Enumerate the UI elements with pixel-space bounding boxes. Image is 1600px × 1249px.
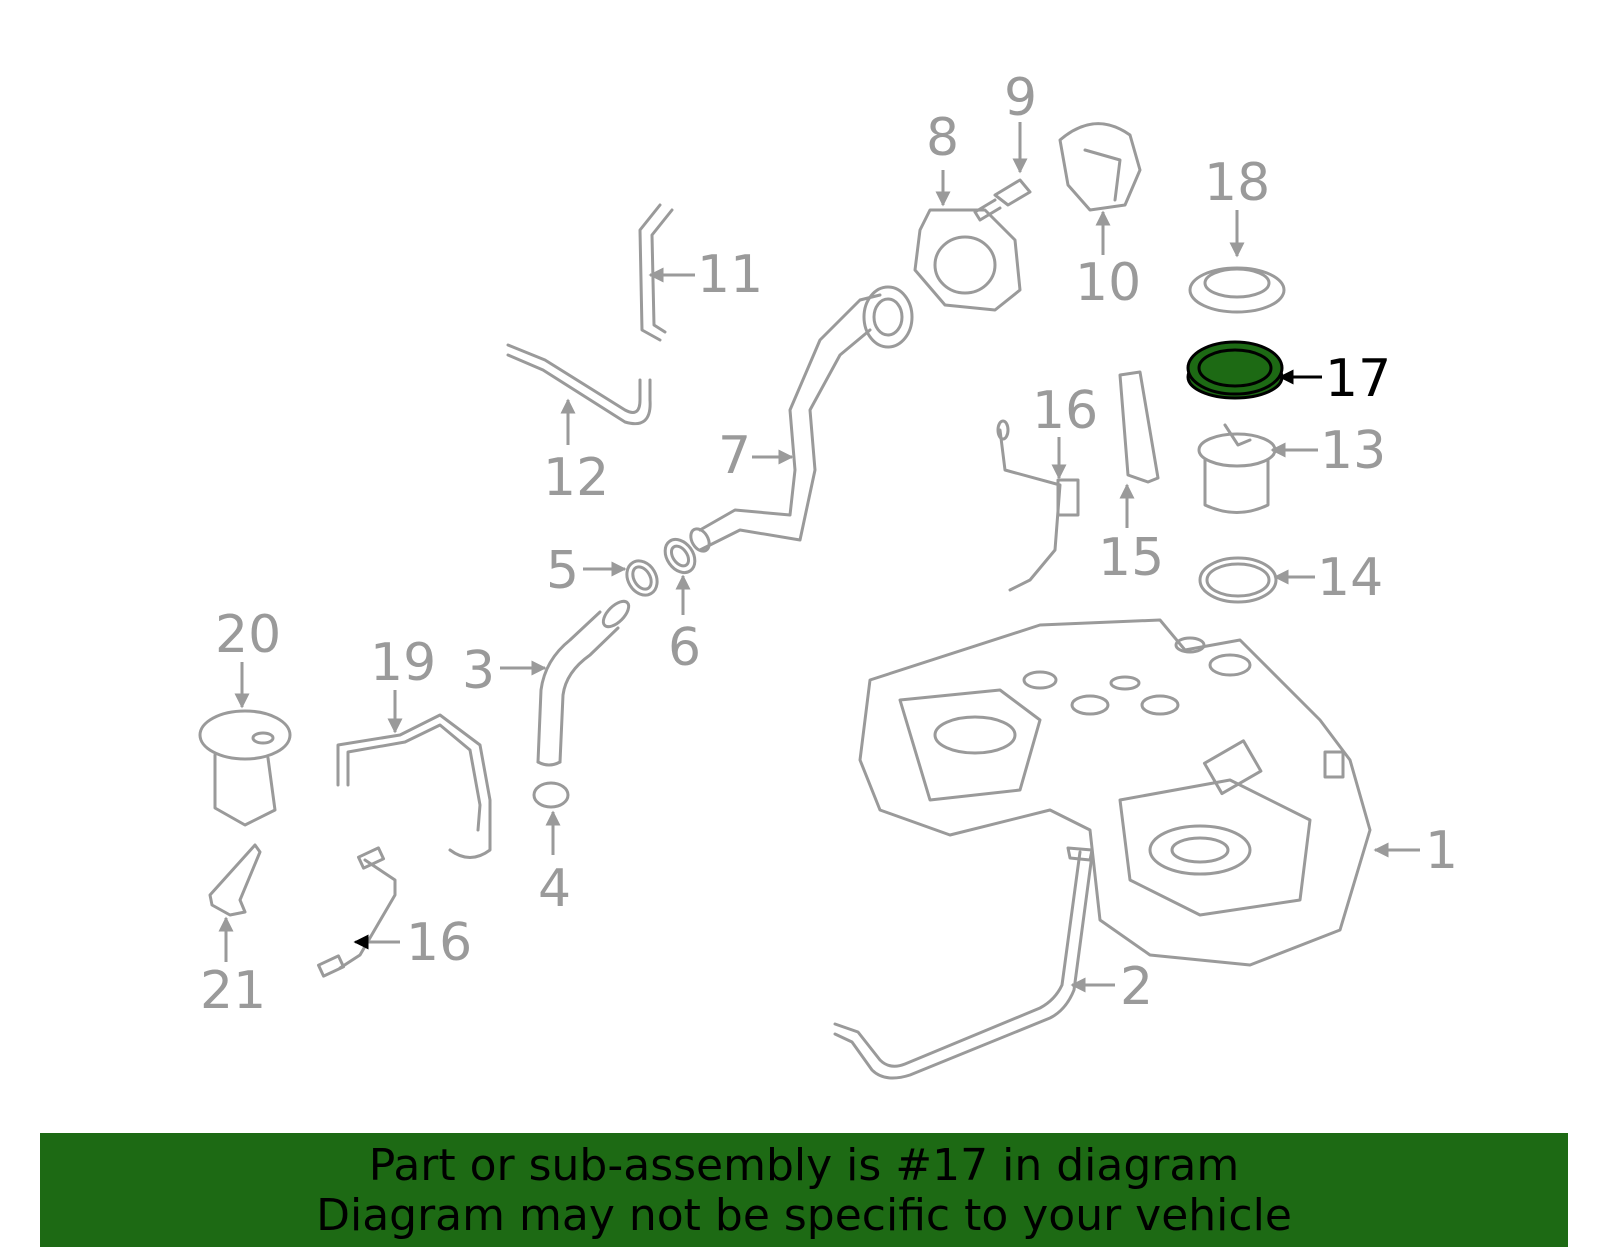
callout-labels: 1 2 3 4 5 6 7 8 9 10 11 12 13 14 15 16 1…: [200, 68, 1458, 1021]
callout-10: 10: [1075, 253, 1141, 313]
part-13-fuel-pump[interactable]: [1197, 423, 1277, 514]
part-8-filler-housing[interactable]: [913, 208, 1022, 312]
callout-9: 9: [1004, 68, 1037, 128]
callout-14: 14: [1317, 548, 1383, 608]
callout-2: 2: [1120, 957, 1153, 1017]
callout-4: 4: [538, 859, 571, 919]
part-6-clamp[interactable]: [659, 534, 701, 578]
callout-7: 7: [718, 426, 751, 486]
callout-16-right: 16: [1032, 381, 1098, 441]
part-12-vent-line[interactable]: [506, 343, 652, 426]
banner-line-2: Diagram may not be specific to your vehi…: [316, 1190, 1292, 1241]
callout-arrows: [218, 122, 1420, 993]
part-17-lock-ring[interactable]: [1186, 340, 1284, 400]
info-banner: Part or sub-assembly is #17 in diagram D…: [40, 1133, 1568, 1247]
part-2-tank-strap[interactable]: [833, 846, 1094, 1080]
part-3-filler-hose[interactable]: [536, 597, 633, 767]
banner-line-1: Part or sub-assembly is #17 in diagram: [368, 1140, 1240, 1191]
callout-21: 21: [200, 961, 266, 1021]
callout-5: 5: [546, 541, 579, 601]
callout-15: 15: [1098, 528, 1164, 588]
part-14-gasket[interactable]: [1198, 556, 1278, 604]
part-19-fuel-line[interactable]: [336, 713, 492, 859]
part-5-clamp[interactable]: [621, 555, 663, 600]
callout-8: 8: [926, 108, 959, 168]
callout-11: 11: [697, 245, 763, 305]
callout-3: 3: [462, 641, 495, 701]
part-9-bolt[interactable]: [973, 178, 1032, 222]
part-16-level-sender-left[interactable]: [316, 846, 397, 978]
part-4-clamp[interactable]: [532, 781, 570, 809]
part-1-fuel-tank[interactable]: [858, 618, 1372, 967]
part-10-fuel-door[interactable]: [1058, 122, 1142, 212]
part-20-pump-cover[interactable]: [198, 709, 292, 827]
callout-12: 12: [543, 448, 609, 508]
callout-20: 20: [215, 605, 281, 665]
callout-1: 1: [1425, 821, 1458, 881]
callout-18: 18: [1204, 153, 1270, 213]
part-7-filler-pipe[interactable]: [687, 285, 914, 554]
callout-17: 17: [1325, 349, 1391, 409]
callout-6: 6: [668, 618, 701, 678]
part-16-level-sender-right[interactable]: [996, 419, 1080, 592]
callout-19: 19: [370, 633, 436, 693]
callout-13: 13: [1320, 421, 1386, 481]
callout-16-left: 16: [406, 913, 472, 973]
part-15-bracket[interactable]: [1118, 370, 1160, 484]
part-11-vent-tube[interactable]: [638, 203, 674, 342]
part-18-cover[interactable]: [1188, 266, 1286, 314]
part-21-bracket[interactable]: [208, 843, 262, 917]
